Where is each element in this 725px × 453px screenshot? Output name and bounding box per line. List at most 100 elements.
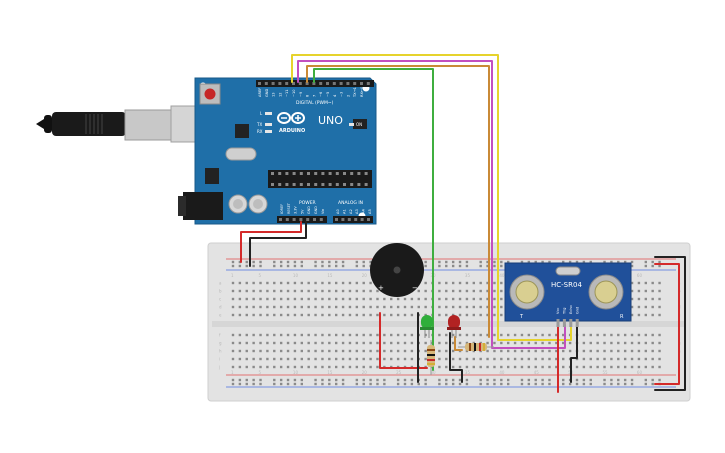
wire-rail-red[interactable] xyxy=(654,263,680,385)
digital-pin-hole[interactable] xyxy=(339,82,343,85)
sensor-pin[interactable] xyxy=(569,319,573,327)
breadboard-hole xyxy=(445,289,448,293)
breadboard-hole xyxy=(465,297,469,301)
resistor-horizontal[interactable] xyxy=(458,343,494,351)
power-pin-hole[interactable] xyxy=(319,218,323,221)
breadboard-hole xyxy=(252,341,255,345)
mcu-pin xyxy=(285,183,289,186)
digital-pin-hole[interactable] xyxy=(353,82,357,85)
rail-hole xyxy=(568,382,572,386)
red-led[interactable] xyxy=(447,315,461,338)
analog-pin-hole[interactable] xyxy=(354,218,358,221)
mcu-pin xyxy=(292,183,296,186)
wire-yellow[interactable] xyxy=(291,54,572,341)
sensor-pin[interactable] xyxy=(575,319,579,327)
analog-pin-hole[interactable] xyxy=(360,218,364,221)
rail-hole xyxy=(630,264,634,268)
digital-pin-hole[interactable] xyxy=(285,82,289,85)
breadboard-hole xyxy=(231,333,235,337)
power-pin-hole[interactable] xyxy=(285,218,289,221)
rail-hole xyxy=(259,264,262,268)
digital-pin-hole[interactable] xyxy=(346,82,350,85)
wire-buzzer-red[interactable] xyxy=(379,312,428,369)
sensor-pin[interactable] xyxy=(562,319,566,327)
wire-green[interactable] xyxy=(313,68,434,371)
digital-pin-hole[interactable] xyxy=(319,82,323,85)
breadboard-hole xyxy=(603,341,606,345)
breadboard-hole xyxy=(445,365,448,369)
wire-led-black[interactable] xyxy=(449,332,463,383)
row-letter: i xyxy=(219,357,220,362)
breadboard-hole xyxy=(465,365,469,369)
breadboard-hole xyxy=(658,349,661,353)
column-number-bottom: 45 xyxy=(534,370,540,375)
breadboard-hole xyxy=(617,341,620,345)
sensor-pin-label: Gnd xyxy=(575,307,579,314)
breadboard-hole xyxy=(644,313,647,317)
analog-pin-label: A4 xyxy=(362,209,366,214)
digital-pin-label: ~11 xyxy=(285,89,289,97)
digital-pin-hole[interactable] xyxy=(305,82,309,85)
breadboard-hole xyxy=(651,349,654,353)
breadboard-hole xyxy=(644,365,647,369)
digital-pin-hole[interactable] xyxy=(366,82,370,85)
arduino-uno-board[interactable]: L TX RX ON ARDUINO UNO DIGITAL (PWM~) PO… xyxy=(178,77,377,225)
wire-gnd-black[interactable] xyxy=(249,221,307,267)
rail-hole xyxy=(651,378,654,382)
breadboard-hole xyxy=(328,333,331,337)
digital-pin-hole[interactable] xyxy=(258,82,261,85)
rail-hole xyxy=(445,264,448,268)
resistor-vertical[interactable] xyxy=(427,340,435,375)
digital-pin-hole[interactable] xyxy=(264,82,268,85)
analog-pin-hole[interactable] xyxy=(347,218,351,221)
digital-pin-hole[interactable] xyxy=(360,82,363,85)
rail-hole xyxy=(438,378,441,382)
wire-resistor-link[interactable] xyxy=(454,336,463,351)
sensor-pin[interactable] xyxy=(556,319,560,327)
breadboard-hole xyxy=(273,365,276,369)
analog-pin-hole[interactable] xyxy=(341,218,345,221)
digital-pin-hole[interactable] xyxy=(326,82,329,85)
breadboard-hole xyxy=(300,313,303,317)
digital-pin-hole[interactable] xyxy=(332,82,336,85)
breadboard-hole xyxy=(314,289,317,293)
digital-pin-hole[interactable] xyxy=(271,82,275,85)
analog-pin-hole[interactable] xyxy=(335,218,338,221)
breadboard-hole xyxy=(383,297,386,301)
breadboard-hole xyxy=(479,289,482,293)
breadboard-hole xyxy=(252,349,255,353)
breadboard-hole xyxy=(479,365,482,369)
breadboard-hole xyxy=(507,349,510,353)
wire-sensor-gnd[interactable] xyxy=(570,324,578,383)
power-pin-hole[interactable] xyxy=(279,218,282,221)
power-pin-hole[interactable] xyxy=(306,218,310,221)
piezo-buzzer[interactable]: + − xyxy=(370,243,424,297)
breadboard-hole xyxy=(493,289,496,293)
wire-pink[interactable] xyxy=(297,60,566,349)
breadboard-hole xyxy=(451,341,455,345)
digital-pin-hole[interactable] xyxy=(312,82,316,85)
breadboard-hole xyxy=(355,313,359,317)
breadboard-hole xyxy=(424,313,427,317)
digital-pin-hole[interactable] xyxy=(278,82,282,85)
wire-5v-red[interactable] xyxy=(240,221,302,263)
breadboard-hole xyxy=(424,357,427,361)
wire-orange[interactable] xyxy=(306,65,490,338)
green-led[interactable] xyxy=(420,315,434,338)
digital-pin-hole[interactable] xyxy=(298,82,302,85)
power-pin-hole[interactable] xyxy=(313,218,316,221)
rail-hole xyxy=(465,260,469,264)
reset-button[interactable] xyxy=(204,88,216,100)
power-pin-hole[interactable] xyxy=(292,218,296,221)
arduino-logo xyxy=(277,112,305,124)
breadboard-hole xyxy=(369,357,372,361)
analog-pin-hole[interactable] xyxy=(367,218,370,221)
power-pin-hole[interactable] xyxy=(299,218,303,221)
mcu-pin xyxy=(271,172,274,175)
wire-rail-black[interactable] xyxy=(654,256,686,391)
rail-hole xyxy=(651,260,654,264)
digital-pin-hole[interactable] xyxy=(292,82,295,85)
breadboard-hole xyxy=(486,289,489,293)
breadboard-hole xyxy=(479,333,482,337)
